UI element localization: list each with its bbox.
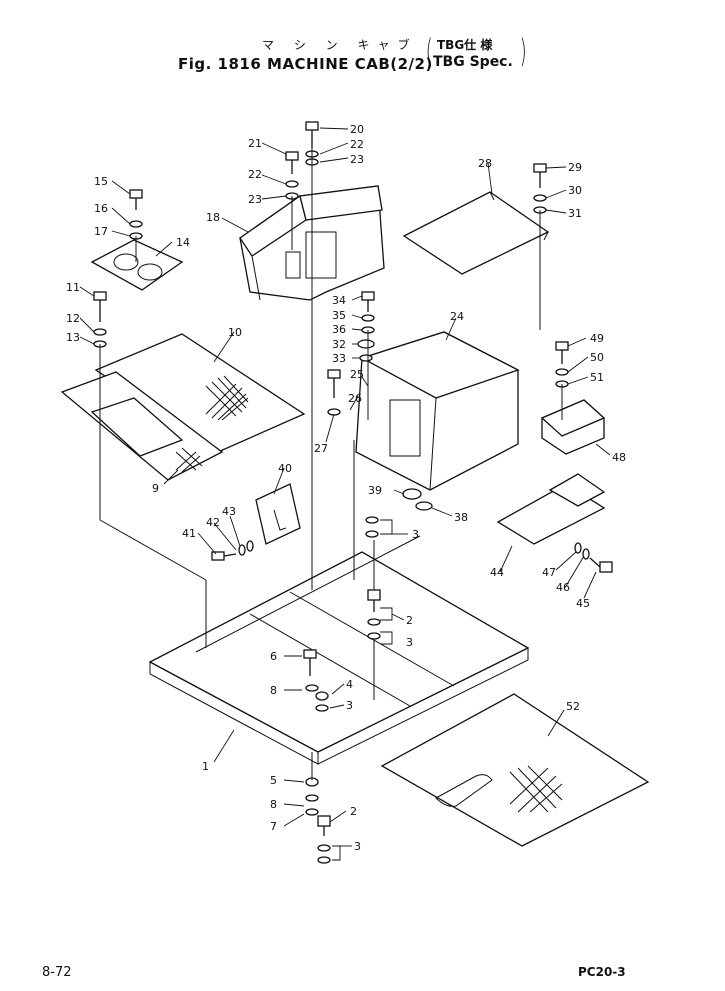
callout-2a: 2 xyxy=(406,614,413,627)
callout-38: 38 xyxy=(454,511,468,524)
callout-24: 24 xyxy=(450,310,464,323)
fasteners xyxy=(93,121,613,864)
callout-50: 50 xyxy=(590,351,604,364)
callout-8a: 8 xyxy=(270,684,277,697)
callout-40: 40 xyxy=(278,462,292,475)
callout-17: 17 xyxy=(94,225,108,238)
callout-3a: 3 xyxy=(412,528,419,541)
callout-35: 35 xyxy=(332,309,346,322)
callout-33: 33 xyxy=(332,352,346,365)
gasket-plate-part xyxy=(90,239,184,291)
small-plate-part xyxy=(255,483,301,545)
callout-51: 51 xyxy=(590,371,604,384)
callout-39: 39 xyxy=(368,484,382,497)
title-japanese: マ シ ン キャブ xyxy=(262,38,418,52)
page-number: 8-72 xyxy=(42,965,72,980)
model-code: PC20-3 xyxy=(578,965,626,979)
callout-22b: 22 xyxy=(248,168,262,181)
bottom-cover-part xyxy=(380,693,650,847)
grille-cover-part xyxy=(94,333,306,453)
variant-japanese: TBG仕 様 xyxy=(437,38,493,52)
callout-14: 14 xyxy=(176,236,190,249)
callout-labels: 20 22 23 21 22 23 18 15 16 17 14 11 12 1… xyxy=(66,123,626,853)
callout-23b: 23 xyxy=(248,193,262,206)
callout-36: 36 xyxy=(332,323,346,336)
callout-7: 7 xyxy=(270,820,277,833)
floor-frame-part xyxy=(148,535,530,765)
callout-27: 27 xyxy=(314,442,328,455)
variant-bracket: ( TBG仕 様 TBG Spec. ) xyxy=(423,32,529,74)
callout-3b: 3 xyxy=(406,636,413,649)
variant-english: TBG Spec. xyxy=(433,54,513,70)
callout-3d: 3 xyxy=(354,840,361,853)
callout-6: 6 xyxy=(270,650,277,663)
box-frame-part xyxy=(355,331,520,491)
leader-lines xyxy=(79,127,611,861)
callout-20: 20 xyxy=(350,123,364,136)
callout-42: 42 xyxy=(206,516,220,529)
callout-11: 11 xyxy=(66,281,80,294)
callout-47: 47 xyxy=(542,566,556,579)
bracket-box-part xyxy=(540,399,606,455)
callout-34: 34 xyxy=(332,294,346,307)
callout-12: 12 xyxy=(66,312,80,325)
l-bracket-part xyxy=(496,473,606,545)
callout-26: 26 xyxy=(348,392,362,405)
callout-32: 32 xyxy=(332,338,346,351)
callout-18: 18 xyxy=(206,211,220,224)
callout-16: 16 xyxy=(94,202,108,215)
callout-23: 23 xyxy=(350,153,364,166)
callout-5: 5 xyxy=(270,774,277,787)
callout-44: 44 xyxy=(490,566,504,579)
callout-43: 43 xyxy=(222,505,236,518)
callout-45: 45 xyxy=(576,597,590,610)
duct-part xyxy=(60,371,224,481)
callout-21: 21 xyxy=(248,137,262,150)
callout-31: 31 xyxy=(568,207,582,220)
callout-22: 22 xyxy=(350,138,364,151)
callout-15: 15 xyxy=(94,175,108,188)
bracket-left: ( xyxy=(425,32,433,70)
bracket-right: ) xyxy=(519,32,527,70)
callout-10: 10 xyxy=(228,326,242,339)
callout-4: 4 xyxy=(346,678,353,691)
callout-29: 29 xyxy=(568,161,582,174)
callout-2b: 2 xyxy=(350,805,357,818)
figure-title: Fig. 1816 MACHINE CAB(2/2) xyxy=(178,55,433,73)
alignment-lines xyxy=(99,148,563,780)
callout-48: 48 xyxy=(612,451,626,464)
callout-30: 30 xyxy=(568,184,582,197)
cab-housing-part xyxy=(239,185,385,301)
callout-46: 46 xyxy=(556,581,570,594)
callout-13: 13 xyxy=(66,331,80,344)
callout-52: 52 xyxy=(566,700,580,713)
callout-8b: 8 xyxy=(270,798,277,811)
callout-3c: 3 xyxy=(346,699,353,712)
callout-25: 25 xyxy=(350,368,364,381)
callout-9: 9 xyxy=(152,482,159,495)
callout-49: 49 xyxy=(590,332,604,345)
callout-1: 1 xyxy=(202,760,209,773)
callout-41: 41 xyxy=(182,527,196,540)
callout-28: 28 xyxy=(478,157,492,170)
cover-plate-part xyxy=(402,191,550,275)
